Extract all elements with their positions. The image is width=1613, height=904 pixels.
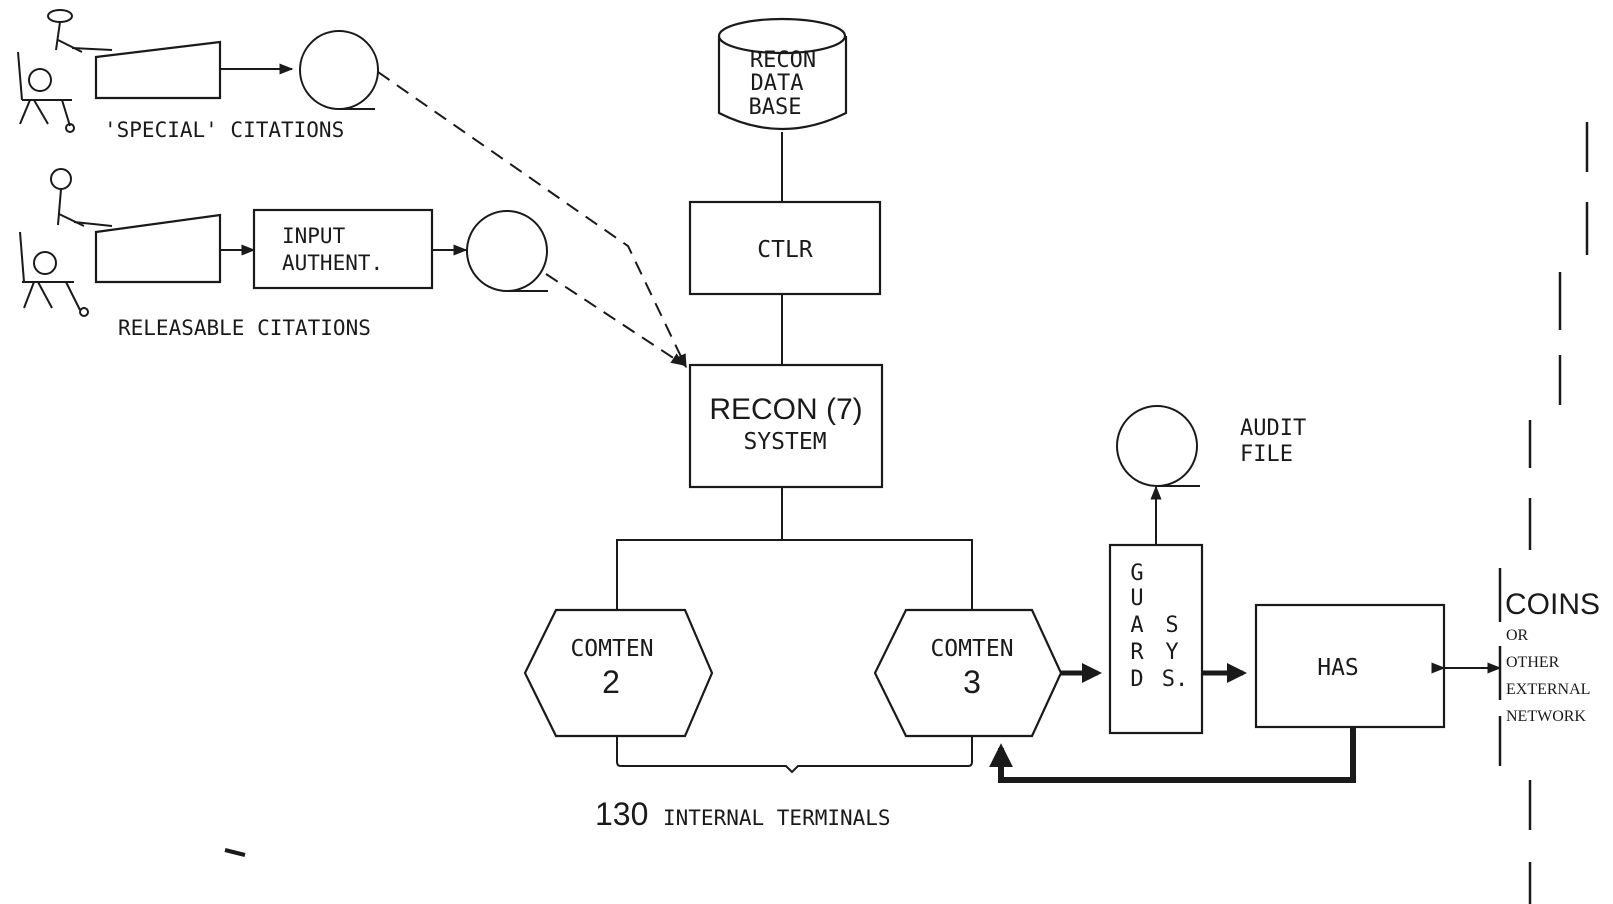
external-label-1: OR [1506, 627, 1529, 644]
coins-label: COINS [1505, 588, 1600, 621]
audit-file-label-2: FILE [1240, 442, 1293, 467]
guard-letter-r: R [1130, 640, 1144, 665]
terminal-special [96, 42, 220, 98]
guard-letter-g: G [1130, 561, 1143, 586]
input-auth-label-2: AUTHENT. [282, 251, 383, 275]
special-citations-label: 'SPECIAL' CITATIONS [104, 118, 344, 142]
internal-terminals-label: INTERNAL TERMINALS [663, 806, 891, 830]
recon-system-box [690, 365, 882, 487]
feedback-has-to-comten3 [1001, 727, 1353, 780]
guard-sys-box [1110, 545, 1202, 733]
recon-system-label-1: RECON (7) [709, 393, 862, 426]
comten-2-label-1: COMTEN [570, 636, 653, 662]
recon-system-label-2: SYSTEM [743, 429, 826, 455]
terminals-brace [617, 736, 972, 772]
scan-mark [225, 850, 245, 855]
audit-file-tape [1117, 406, 1200, 486]
tape-special [300, 31, 378, 109]
releasable-citations-label: RELEASABLE CITATIONS [118, 316, 371, 340]
guard-letter-u: U [1130, 586, 1143, 611]
recon-db-label-1: RECON [750, 48, 816, 73]
input-auth-label-1: INPUT [282, 224, 346, 248]
comten-3-label-1: COMTEN [930, 636, 1013, 662]
network-boundary-line [1500, 122, 1587, 904]
tape-releasable [467, 211, 548, 291]
sys-letter-y: Y [1165, 640, 1178, 665]
comten-3-label-2: 3 [963, 664, 981, 700]
external-label-3: EXTERNAL [1506, 681, 1590, 698]
sys-letter-s: S [1165, 613, 1178, 638]
has-label: HAS [1317, 655, 1359, 681]
recon-db-label-3: BASE [749, 95, 802, 120]
dashed-feed-releasable [546, 274, 684, 365]
guard-letter-a: A [1130, 613, 1143, 638]
input-auth-box [254, 210, 432, 288]
terminal-releasable [96, 215, 220, 282]
audit-file-label-1: AUDIT [1240, 416, 1306, 441]
comten-2-label-2: 2 [602, 664, 620, 700]
recon-db-label-2: DATA [751, 71, 804, 96]
ctlr-label: CTLR [757, 237, 813, 263]
internal-terminals-count: 130 [595, 796, 648, 832]
bus-line [617, 487, 972, 610]
sys-letter-s-dot: S. [1162, 667, 1189, 692]
external-label-4: NETWORK [1506, 708, 1586, 725]
guard-letter-d: D [1130, 667, 1143, 692]
external-label-2: OTHER [1506, 654, 1560, 671]
